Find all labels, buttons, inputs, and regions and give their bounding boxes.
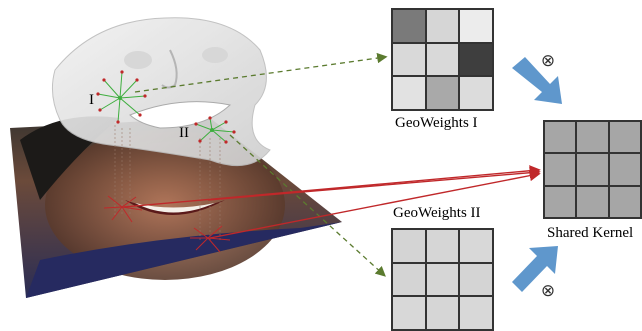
geoweights-one-label: GeoWeights I (395, 115, 478, 132)
geoweights-two-cell-7 (392, 296, 426, 330)
geoweights-one-cell-4 (392, 43, 426, 77)
geoweights-two-cell-8 (426, 296, 460, 330)
shared-kernel-cell-9 (609, 186, 641, 218)
geoweights-one-grid (391, 8, 494, 111)
point-label-two: II (179, 125, 189, 141)
geoweights-two-grid (391, 228, 494, 331)
shared-kernel-cell-1 (544, 121, 576, 153)
geoweights-two-cell-3 (459, 229, 493, 263)
geoweights-two-cell-2 (426, 229, 460, 263)
shared-kernel-cell-3 (609, 121, 641, 153)
geoweights-one-cell-3 (459, 9, 493, 43)
geoweights-one-cell-8 (426, 76, 460, 110)
shared-kernel-cell-4 (544, 153, 576, 185)
geoweights-one-cell-7 (392, 76, 426, 110)
shared-kernel-cell-2 (576, 121, 608, 153)
geoweights-two-cell-6 (459, 263, 493, 297)
geoweights-one-cell-2 (426, 9, 460, 43)
geoweights-one-cell-5 (426, 43, 460, 77)
shared-kernel-label: Shared Kernel (547, 225, 633, 242)
geoweights-two-cell-9 (459, 296, 493, 330)
shared-kernel-cell-5 (576, 153, 608, 185)
geoweights-two-cell-1 (392, 229, 426, 263)
shared-kernel-cell-6 (609, 153, 641, 185)
operator-symbol-top: ⊗ (541, 51, 555, 71)
geoweights-one-cell-9 (459, 76, 493, 110)
operator-symbol-bottom: ⊗ (541, 281, 555, 301)
geoweights-one-cell-1 (392, 9, 426, 43)
geoweights-two-label: GeoWeights II (393, 205, 481, 222)
point-label-one: I (89, 92, 94, 108)
shared-kernel-cell-8 (576, 186, 608, 218)
shared-kernel-grid (543, 120, 642, 219)
shared-kernel-cell-7 (544, 186, 576, 218)
geoweights-two-cell-4 (392, 263, 426, 297)
geoweights-two-cell-5 (426, 263, 460, 297)
geoweights-one-cell-6 (459, 43, 493, 77)
